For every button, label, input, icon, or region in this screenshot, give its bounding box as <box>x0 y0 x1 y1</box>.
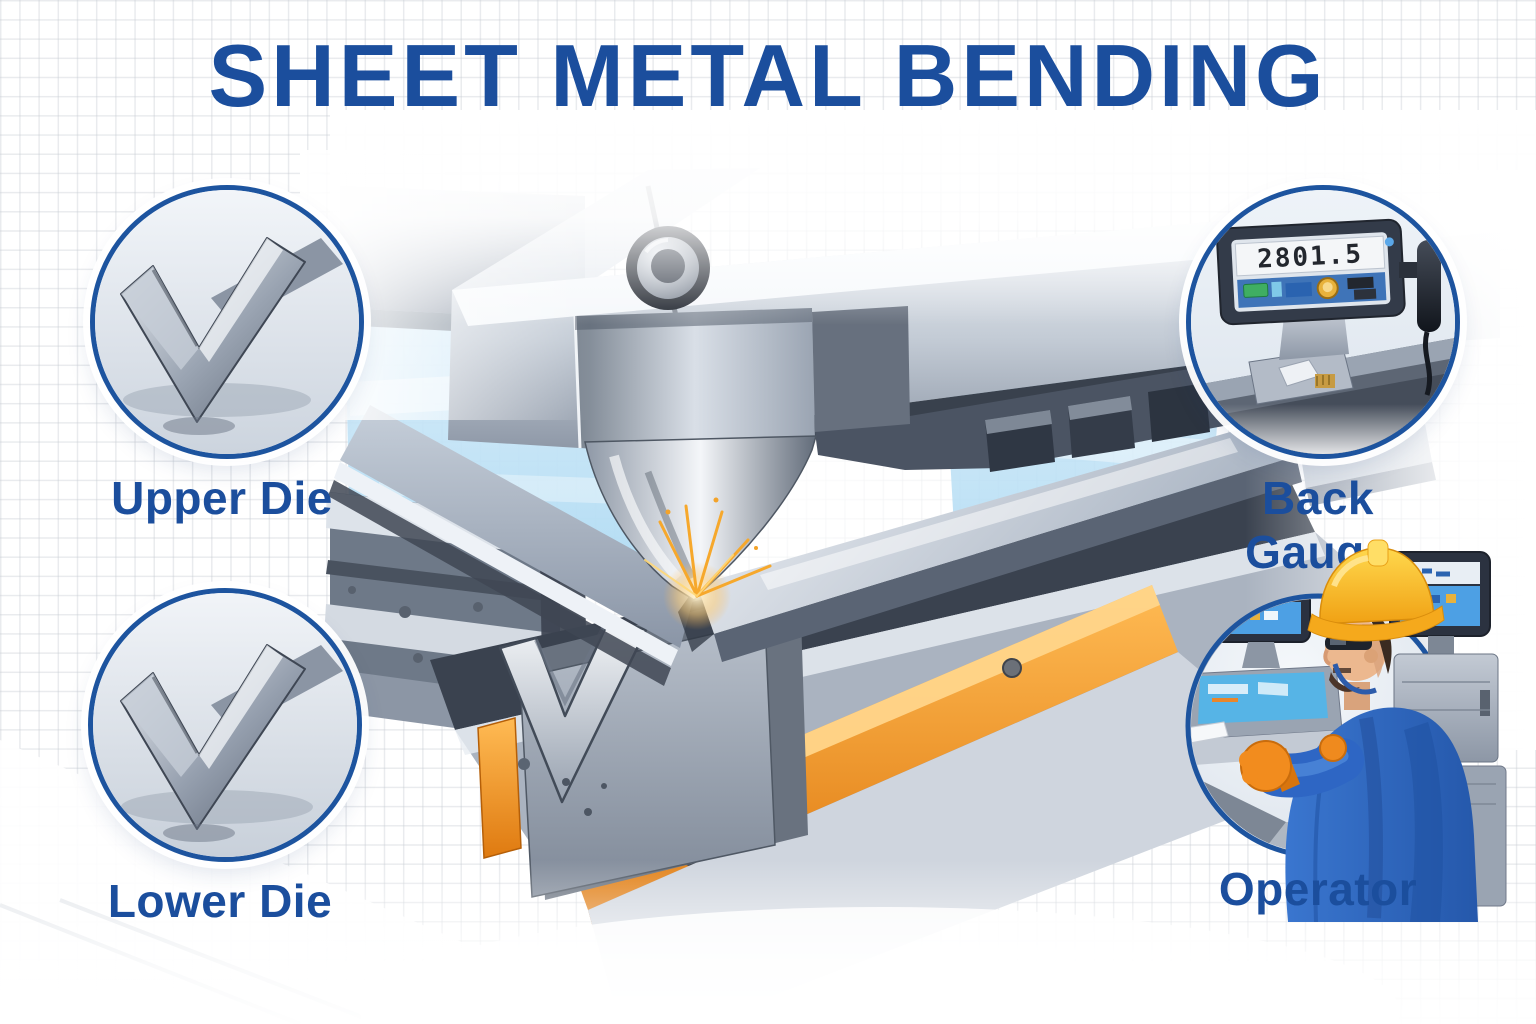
lower-die-photo <box>88 588 362 862</box>
sheet-metal <box>328 405 1302 686</box>
lower-die-label: Lower Die <box>107 875 333 927</box>
upper-die-label: Upper Die <box>111 472 333 524</box>
screen-readout-decoration <box>1218 583 1276 587</box>
sparks <box>644 497 772 630</box>
callout-back-gauge: 2801.5 Back Gauge <box>1186 185 1460 579</box>
punch-holder <box>575 308 815 448</box>
upper-die-icon <box>95 190 359 454</box>
callout-lower-die: Lower Die <box>88 588 362 928</box>
page-title: SHEET METAL BENDING <box>208 26 1328 125</box>
operator-label: Operator <box>1218 863 1418 915</box>
lower-die <box>498 585 808 900</box>
back-gauge-display-value: 2801.5 <box>1256 239 1363 275</box>
back-gauge-readout: 2801.5 <box>1216 218 1406 326</box>
glove-right <box>1319 734 1347 762</box>
back-gauge-icon: 2801.5 <box>1191 190 1455 454</box>
upper-die-photo <box>90 185 364 459</box>
chin-strap <box>1332 663 1377 695</box>
callout-upper-die: Upper Die <box>90 185 364 525</box>
glove-left <box>1239 740 1300 792</box>
callout-operator: Operator <box>1185 539 1507 923</box>
hard-hat <box>1307 539 1445 642</box>
operator-icon <box>1185 539 1507 923</box>
back-gauge-photo: 2801.5 <box>1186 185 1460 459</box>
lower-die-icon <box>93 593 357 857</box>
operator-figure <box>1239 539 1478 923</box>
punch-tool <box>573 306 910 601</box>
operator-photo <box>1185 539 1507 923</box>
